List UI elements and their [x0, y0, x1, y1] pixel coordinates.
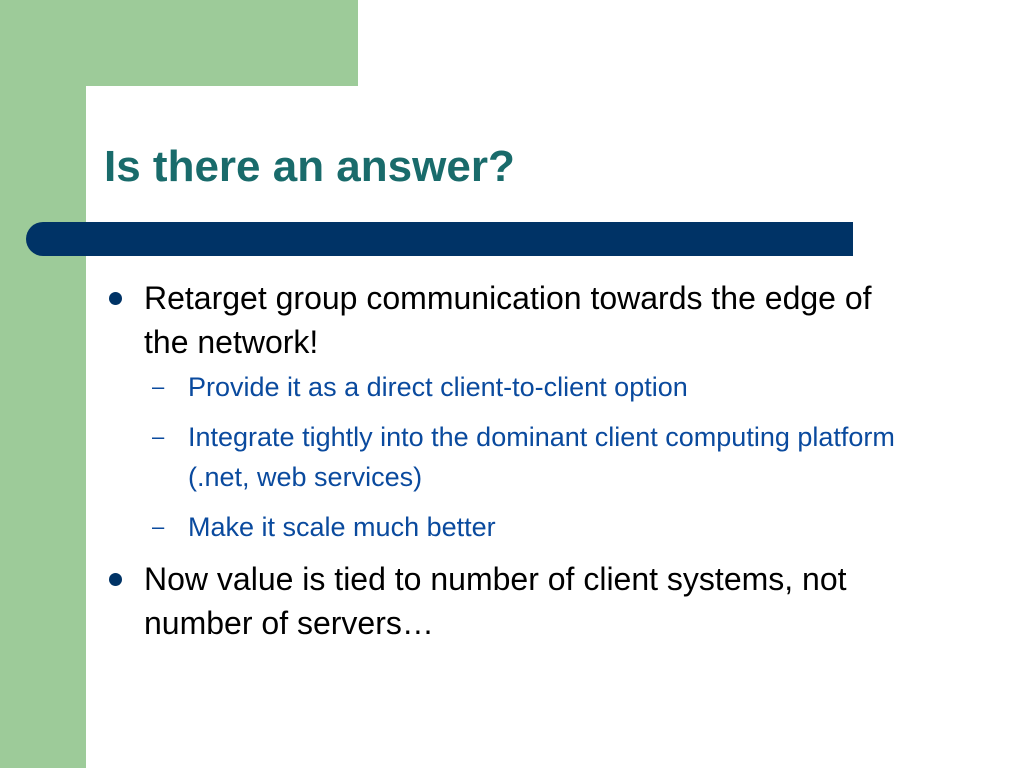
sub-list: – Provide it as a direct client-to-clien…: [104, 367, 924, 547]
dash-icon: –: [152, 514, 165, 539]
bullet-text: Retarget group communication towards the…: [144, 280, 872, 360]
bullet-item: Now value is tied to number of client sy…: [104, 557, 924, 645]
sub-bullet-item: – Provide it as a direct client-to-clien…: [104, 367, 924, 407]
decor-green-left: [0, 0, 86, 768]
sub-bullet-text: Integrate tightly into the dominant clie…: [188, 422, 895, 492]
bullet-item: Retarget group communication towards the…: [104, 276, 924, 364]
sub-bullet-text: Make it scale much better: [188, 512, 496, 542]
bullet-dot-icon: [109, 573, 122, 586]
sub-bullet-item: – Make it scale much better: [104, 507, 924, 547]
slide-content: Retarget group communication towards the…: [104, 276, 924, 645]
decor-green-top: [0, 0, 358, 86]
title-underline-bar: [26, 222, 853, 256]
dash-icon: –: [152, 374, 165, 399]
sub-bullet-text: Provide it as a direct client-to-client …: [188, 372, 688, 402]
decor-white-corner: [86, 86, 166, 166]
sub-bullet-item: – Integrate tightly into the dominant cl…: [104, 417, 924, 497]
dash-icon: –: [152, 424, 165, 449]
bullet-dot-icon: [109, 292, 122, 305]
slide-title: Is there an answer?: [104, 142, 515, 191]
bullet-text: Now value is tied to number of client sy…: [144, 561, 847, 641]
